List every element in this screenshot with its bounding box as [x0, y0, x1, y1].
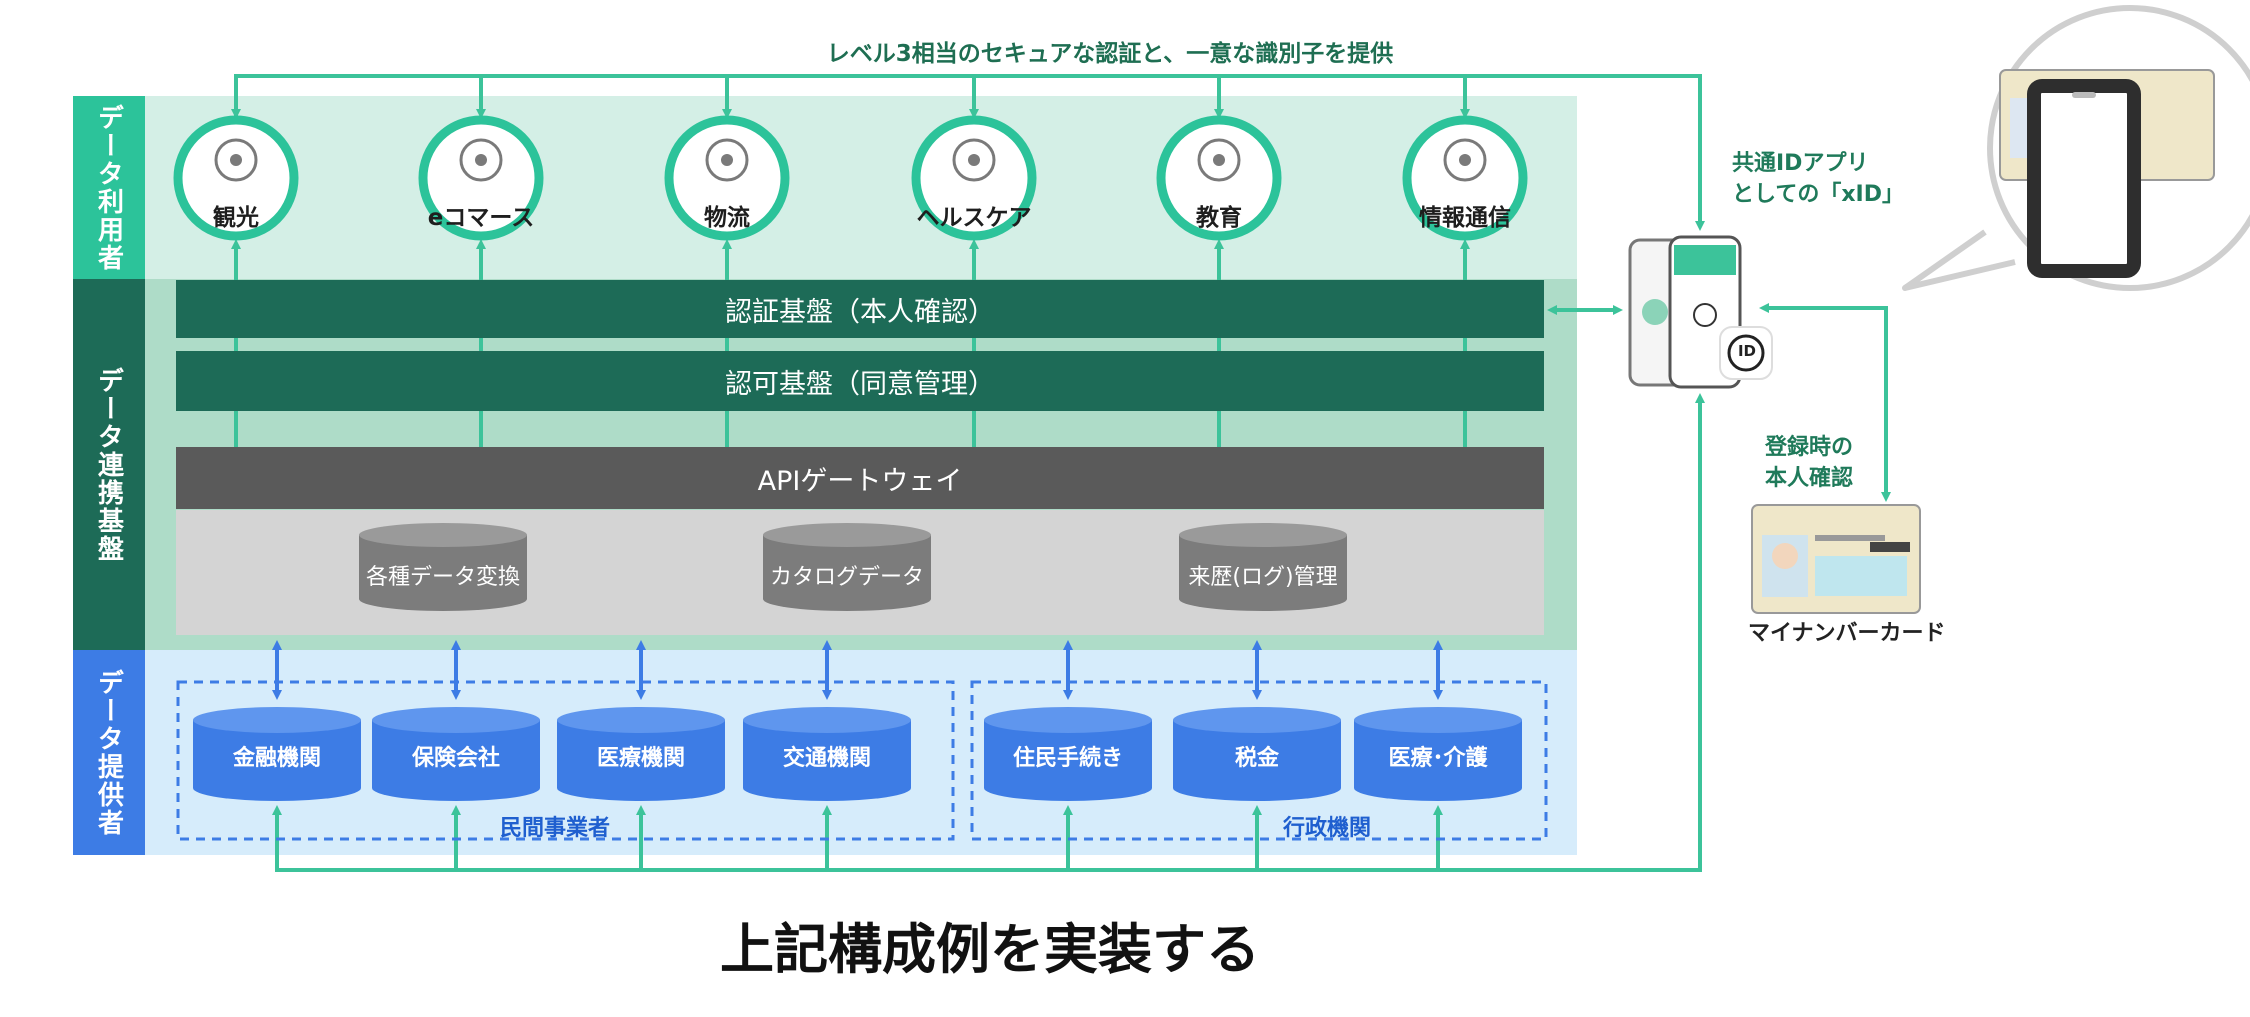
service-cylinder-1: [359, 523, 527, 611]
providers-band-tab: [73, 650, 145, 855]
platform-band-tab: [73, 279, 145, 650]
user-label-6: 情報通信: [1419, 205, 1511, 231]
verify-text: 登録時の 本人確認: [1765, 432, 1885, 494]
band-platform: データ連携基盤: [93, 366, 124, 563]
private-group-box: [176, 680, 955, 841]
provider-cylinder-4: [743, 707, 911, 801]
public-group-box: [970, 680, 1548, 841]
tourism-icon: [214, 138, 258, 182]
cart-icon: [459, 138, 503, 182]
users-band-tab: [73, 96, 145, 279]
top-label: レベル3相当のセキュアな認証と、一意な識別子を提供: [826, 41, 1394, 67]
provider-label-7: 医療･介護: [1388, 746, 1488, 771]
service-label-2: カタログデータ: [769, 565, 924, 590]
band-users: データ利用者: [93, 103, 124, 272]
provider-cylinder-6: [1173, 707, 1341, 801]
bottom-connector-line: [275, 393, 1705, 872]
user-label-3: 物流: [704, 205, 750, 231]
group-label-public: 行政機関: [1283, 816, 1372, 841]
provider-label-3: 医療機関: [596, 746, 685, 771]
caption: 上記構成例を実装する: [720, 918, 1260, 981]
provider-cylinder-1: [193, 707, 361, 801]
user-node-1: [173, 115, 299, 241]
verify-arrow: [1759, 303, 1891, 502]
mynumber-card: [1751, 504, 1921, 614]
user-label-4: ヘルスケア: [916, 205, 1032, 231]
xid-text: 共通IDアプリ としての「xID」: [1732, 148, 1962, 210]
band-providers: データ提供者: [93, 668, 124, 837]
service-label-1: 各種データ変換: [365, 565, 520, 590]
auth-bar: 認証基盤（本人確認）: [176, 280, 1544, 338]
education-icon: [1197, 138, 1241, 182]
verify-text-line-2: 本人確認: [1765, 466, 1854, 491]
api-gateway-bar: APIゲートウェイ: [176, 447, 1544, 509]
user-node-2: [418, 115, 544, 241]
user-node-4: [911, 115, 1037, 241]
user-node-6: [1402, 115, 1528, 241]
provider-label-2: 保険会社: [411, 746, 500, 771]
user-label-2: eコマース: [427, 205, 535, 231]
group-label-private: 民間事業者: [500, 816, 611, 841]
provider-cylinder-7: [1354, 707, 1522, 801]
provider-cylinder-3: [557, 707, 725, 801]
user-label-5: 教育: [1196, 205, 1242, 231]
provider-label-5: 住民手続き: [1012, 746, 1123, 771]
provider-label-6: 税金: [1234, 746, 1279, 771]
service-cylinder-3: [1179, 523, 1347, 611]
verify-text-line-1: 登録時の: [1765, 435, 1854, 460]
mynumber-label: マイナンバーカード: [1748, 621, 1946, 646]
service-cylinder-2: [763, 523, 931, 611]
service-label-3: 来歴(ログ)管理: [1188, 565, 1338, 590]
user-label-1: 観光: [213, 205, 259, 231]
provider-cylinder-2: [372, 707, 540, 801]
xid-text-line-2: としての「xID」: [1732, 182, 1904, 207]
user-node-3: [664, 115, 790, 241]
id-badge: ID: [1737, 342, 1757, 360]
authz-bar: 認可基盤（同意管理）: [176, 351, 1544, 411]
logistics-icon: [705, 138, 749, 182]
provider-cylinder-5: [984, 707, 1152, 801]
speech-bubble: [1902, 5, 2250, 291]
xid-text-line-1: 共通IDアプリ: [1732, 151, 1869, 176]
healthcare-icon: [952, 138, 996, 182]
antenna-icon: [1443, 138, 1487, 182]
provider-label-1: 金融機関: [232, 746, 321, 771]
users-band-bg: [145, 96, 1577, 279]
provider-label-4: 交通機関: [782, 746, 871, 771]
xid-phones: [1628, 235, 1773, 389]
user-node-5: [1156, 115, 1282, 241]
